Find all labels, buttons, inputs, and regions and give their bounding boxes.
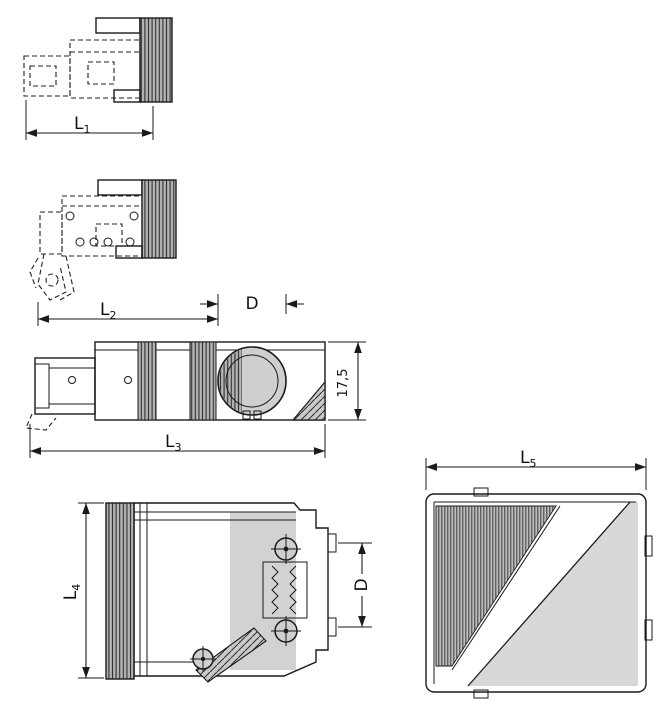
view-plate-with-tools-dashed [29, 179, 177, 301]
rib-band-2 [189, 341, 217, 421]
view-assembled-side [25, 341, 326, 431]
cover-tab-bottom [473, 689, 489, 699]
section-hatch [291, 380, 326, 421]
cable-entry-ribs [219, 348, 242, 414]
cover-diagonal-wall [467, 501, 631, 687]
cover-latch-bottom [644, 619, 653, 641]
operating-hole [75, 237, 85, 247]
operating-hole [68, 376, 76, 384]
housing-half-body [133, 502, 329, 677]
latch-tab-top [327, 533, 337, 553]
teeth-zigzag-left [271, 565, 279, 615]
dimension-label-l5: L5 [520, 448, 536, 470]
screw-icon [271, 616, 301, 646]
screw-icon [190, 646, 216, 672]
dashed-connector-inner [87, 61, 115, 85]
cover-rib-area [435, 505, 557, 667]
dimension-l2: L2 [37, 294, 219, 326]
clamp-lever-hatched [195, 627, 267, 683]
dimension-height-17-5: 17,5 [328, 341, 366, 421]
dimension-l1: L1 [25, 100, 154, 140]
plate-bottom-lip-2 [115, 245, 143, 259]
view-housing-inside [105, 502, 337, 683]
cable-entry-inner-circle [225, 354, 279, 408]
dashed-plug-detail [29, 65, 57, 87]
dimension-label-l4: L4 [61, 584, 83, 600]
dimension-label-d-side: D [352, 578, 372, 591]
view-cover-inside [425, 487, 653, 699]
screw-icon [271, 534, 301, 564]
dimension-l4: L4 [61, 502, 104, 679]
rib-band-1 [137, 341, 157, 421]
dimension-label-l1: L1 [74, 114, 90, 136]
ribbed-plate-2 [141, 179, 177, 259]
dashed-lever [37, 253, 67, 301]
teeth-zigzag-right [289, 565, 297, 615]
plate-bottom-lip [113, 89, 141, 103]
dashed-lever-3 [25, 413, 57, 431]
operating-hole [65, 211, 75, 221]
dimension-label-d-top: D [245, 294, 258, 314]
latch-tab-bottom [327, 617, 337, 637]
front-flange-ribs [105, 502, 135, 680]
cover-outline [425, 493, 647, 693]
strain-relief-teeth-block [262, 561, 308, 619]
dimension-d-top: D [200, 294, 304, 314]
operating-hole [89, 237, 99, 247]
view-plate-with-connector-dashed [23, 17, 173, 103]
dimension-d-side: D [338, 542, 372, 628]
operating-hole [103, 237, 113, 247]
cover-tab-top [473, 487, 489, 497]
operating-hole [124, 376, 132, 384]
ribbed-plate [139, 17, 173, 103]
dashed-lever-pivot [45, 273, 59, 287]
dimension-label-l2: L2 [100, 300, 116, 322]
dimension-label-l3: L3 [165, 432, 181, 454]
dashed-plug-left-2 [39, 211, 63, 255]
dimension-l5: L5 [425, 448, 647, 490]
operating-hole [129, 211, 139, 221]
dimension-l3: L3 [29, 424, 326, 458]
cover-latch-top [644, 535, 653, 557]
dimension-label-height: 17,5 [336, 369, 351, 398]
